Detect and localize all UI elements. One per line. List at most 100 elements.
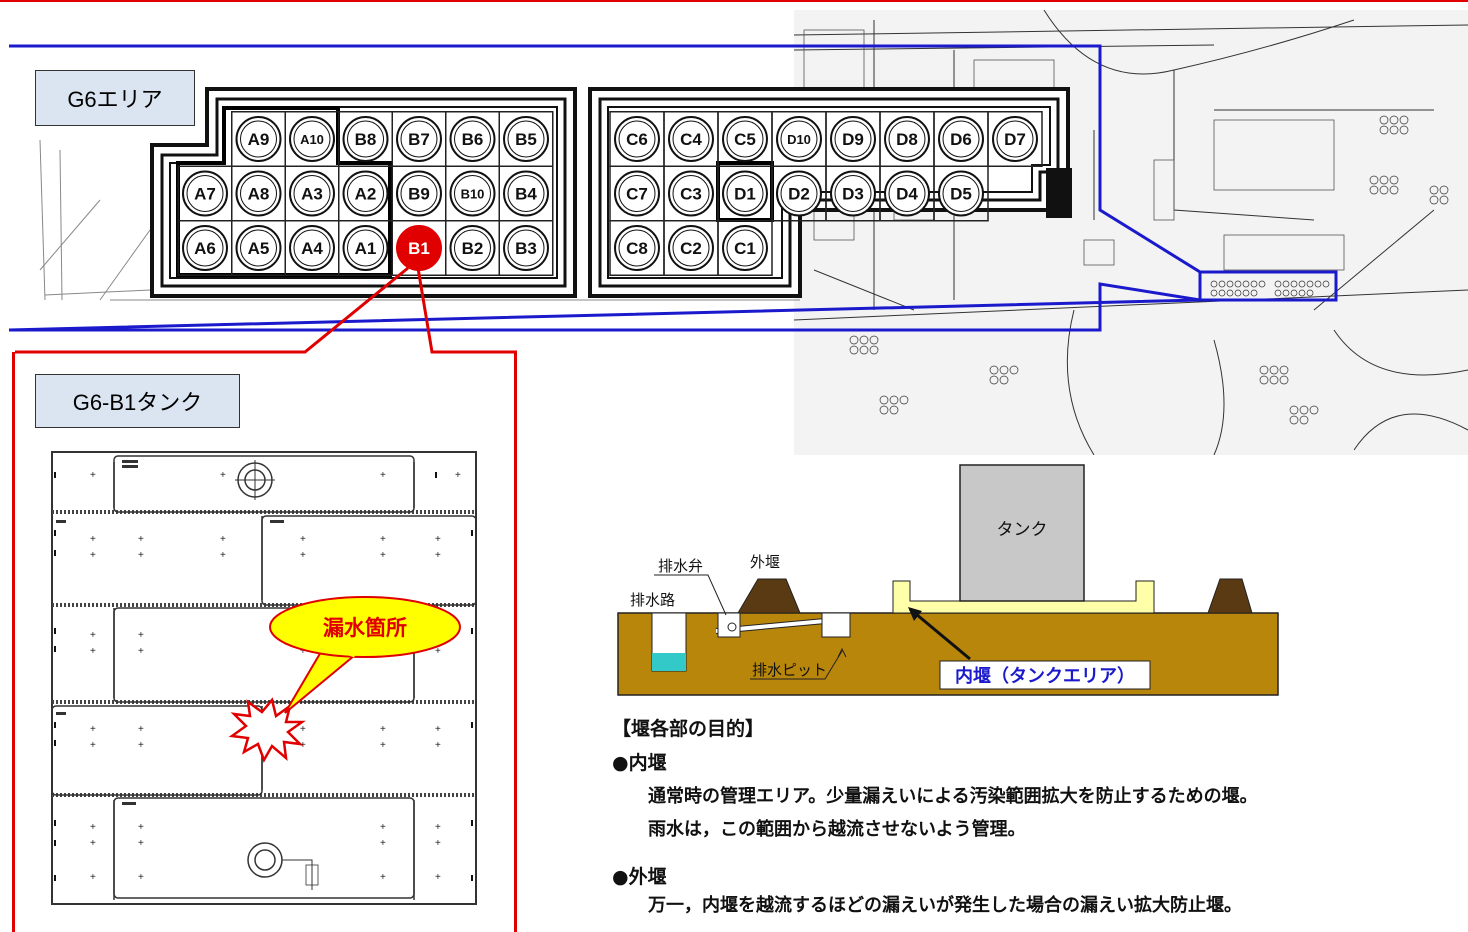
tank-label: D2 (788, 185, 810, 204)
svg-text:+: + (138, 838, 144, 849)
svg-text:+: + (90, 724, 96, 735)
tank-d10: D10 (771, 111, 827, 167)
svg-text:+: + (380, 724, 386, 735)
svg-text:+: + (380, 822, 386, 833)
tank-label: D7 (1004, 130, 1026, 149)
tank-label: C6 (626, 130, 648, 149)
tank-label: B2 (462, 239, 484, 258)
tank-label: D6 (950, 130, 972, 149)
tank-a3: A3 (284, 165, 340, 222)
svg-text:+: + (138, 822, 144, 833)
svg-text:+: + (90, 534, 96, 545)
tank-label: B4 (515, 185, 537, 204)
tank-detail-panel (12, 352, 517, 932)
tank-label: C4 (680, 130, 702, 149)
inner-dike-desc-2: 雨水は，この範囲から越流させないよう管理。 (648, 819, 1026, 840)
tank-d7: D7 (987, 111, 1043, 167)
tank-label-text: タンク (997, 520, 1048, 539)
tank-label: B1 (408, 239, 430, 258)
tank-label: A2 (355, 185, 377, 204)
svg-text:+: + (380, 838, 386, 849)
svg-text:+: + (90, 630, 96, 641)
tank-label: D3 (842, 185, 864, 204)
tank-a6: A6 (177, 220, 233, 276)
svg-text:+: + (435, 550, 441, 561)
outer-dike-label: 外堰 (750, 554, 780, 571)
tank-d4: D4 (879, 165, 935, 222)
tank-b3: B3 (498, 220, 554, 276)
tank-d3: D3 (825, 165, 881, 222)
svg-text:+: + (138, 872, 144, 883)
tank-label: D5 (950, 185, 972, 204)
tank-d6: D6 (933, 111, 989, 167)
tank-label: C2 (680, 239, 702, 258)
tank-label: D8 (896, 130, 918, 149)
tank-label: C1 (734, 239, 756, 258)
area-label: G6エリア (35, 70, 195, 126)
svg-text:+: + (220, 550, 226, 561)
svg-text:+: + (380, 550, 386, 561)
tank-a1: A1 (338, 220, 393, 276)
drain-channel-label: 排水路 (630, 592, 675, 609)
svg-text:+: + (435, 534, 441, 545)
tank-label: C7 (626, 185, 648, 204)
tank-a5: A5 (231, 220, 286, 276)
tank-b6: B6 (445, 111, 500, 167)
outer-dike-desc: 万一，内堰を越流するほどの漏えいが発生した場合の漏えい拡大防止堰。 (648, 895, 1242, 916)
leak-callout: 漏水箇所 (269, 596, 461, 714)
tank-d5: D5 (933, 165, 989, 222)
tank-label: A7 (194, 185, 216, 204)
tank-label: D10 (787, 132, 811, 147)
tank-a7: A7 (177, 165, 233, 222)
dike-cross-section: タンク 外堰 排水弁 排水路 排水ピット 内堰（タンクエリア） (617, 464, 1279, 696)
tank-floor-plan: ++++ ++++++ ++++++ +++++ +++++ +++++ +++… (51, 451, 477, 905)
svg-text:+: + (300, 724, 306, 735)
drain-valve-label: 排水弁 (658, 558, 703, 575)
tank-b1: B1 (391, 220, 447, 276)
tank-label: A10 (300, 132, 324, 147)
outer-dike-title: ●外堰 (612, 866, 667, 888)
svg-text:+: + (90, 470, 96, 481)
tank-label: B6 (462, 130, 484, 149)
tank-label: B9 (408, 185, 430, 204)
svg-text:+: + (435, 646, 441, 657)
tank-label: C8 (626, 239, 648, 258)
svg-text:+: + (380, 470, 386, 481)
tank-label: G6-B1タンク (35, 374, 240, 428)
svg-text:+: + (380, 740, 386, 751)
svg-text:+: + (435, 838, 441, 849)
tank-label: B10 (461, 187, 485, 202)
svg-text:+: + (300, 534, 306, 545)
tank-label: D4 (896, 185, 918, 204)
svg-text:+: + (300, 646, 306, 657)
svg-text:+: + (380, 872, 386, 883)
tank-label: C5 (734, 130, 756, 149)
tank-c1: C1 (717, 220, 773, 276)
svg-text:+: + (380, 534, 386, 545)
svg-text:+: + (435, 872, 441, 883)
svg-text:+: + (90, 740, 96, 751)
tank-b4: B4 (498, 165, 554, 222)
svg-text:+: + (138, 534, 144, 545)
svg-text:+: + (220, 534, 226, 545)
tank-label: B8 (355, 130, 377, 149)
svg-text:+: + (138, 646, 144, 657)
leak-burst-icon (228, 697, 306, 763)
svg-text:+: + (138, 724, 144, 735)
tank-b7: B7 (391, 111, 447, 167)
tank-c8: C8 (609, 220, 665, 276)
inner-dike-desc-1: 通常時の管理エリア。少量漏えいによる汚染範囲拡大を防止するための堰。 (648, 786, 1258, 807)
tank-label: D9 (842, 130, 864, 149)
tank-label: A1 (355, 239, 377, 258)
tank-label: A4 (301, 239, 323, 258)
svg-text:+: + (90, 838, 96, 849)
svg-text:+: + (90, 646, 96, 657)
site-map (794, 10, 1468, 455)
drain-valve-icon (727, 622, 737, 632)
header-rule (0, 0, 1468, 2)
tank-a8: A8 (231, 165, 286, 222)
purpose-heading: 【堰各部の目的】 (612, 718, 765, 740)
tank-label: B5 (515, 130, 537, 149)
svg-text:+: + (435, 740, 441, 751)
tank-label: A6 (194, 239, 216, 258)
